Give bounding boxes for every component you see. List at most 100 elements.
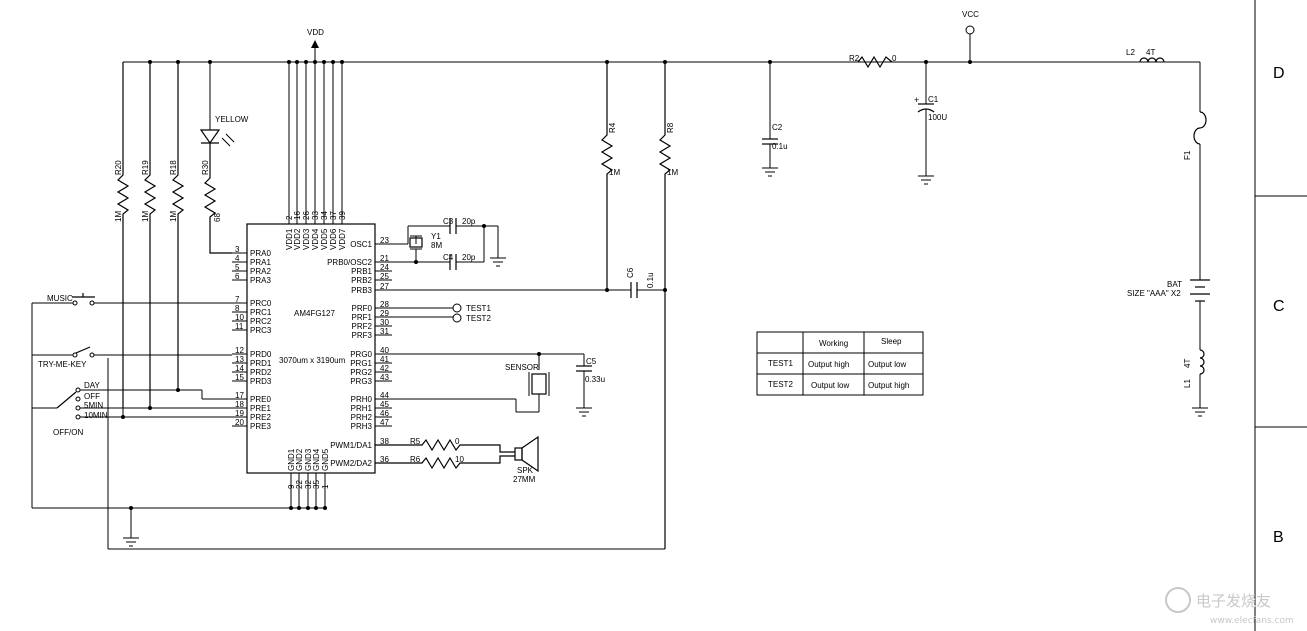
truth-table: Working Sleep TEST1 Output high Output l… xyxy=(756,331,924,396)
svg-text:0: 0 xyxy=(892,54,897,63)
pin-name: PRB3 xyxy=(351,286,372,295)
led-yellow: YELLOW R30 68 xyxy=(199,62,249,254)
pin-number: 36 xyxy=(380,455,389,464)
chip-am4fg127: AM4FG127 3070um x 3190um xyxy=(246,223,376,474)
pin-name: PRC0 xyxy=(250,299,272,308)
svg-text:DAY: DAY xyxy=(84,381,101,390)
crystal-y1: C3 20p C4 20p Y1 8M xyxy=(375,217,506,270)
pin-number: 41 xyxy=(380,355,389,364)
svg-text:C1: C1 xyxy=(928,95,939,104)
pin-number: 14 xyxy=(235,364,244,373)
pin-name: PRE0 xyxy=(250,395,271,404)
sensor: SENSOR C5 0.33u xyxy=(375,352,605,417)
pin-name: PRB1 xyxy=(351,267,372,276)
pin-name: PRB0/OSC2 xyxy=(327,258,372,267)
svg-text:R18: R18 xyxy=(169,160,178,175)
chip-top-pin-labels: 2VDD116VDD226VDD333VDD434VDD537VDD639VDD… xyxy=(285,211,347,250)
pin-number: 25 xyxy=(380,272,389,281)
pin-name: PRD3 xyxy=(250,377,272,386)
pin-number: 15 xyxy=(235,373,244,382)
pin-name: PRC1 xyxy=(250,308,272,317)
pin-number: 3 xyxy=(235,245,240,254)
pin-name: PRE2 xyxy=(250,413,271,422)
pin-name: PRG0 xyxy=(350,350,372,359)
table-cell: Output low xyxy=(811,381,849,390)
svg-text:OFF: OFF xyxy=(84,392,100,401)
svg-text:R19: R19 xyxy=(141,160,150,175)
watermark: 电子发烧友 www.elecfans.com xyxy=(1165,587,1294,626)
svg-text:F1: F1 xyxy=(1183,150,1192,160)
svg-text:4T: 4T xyxy=(1183,359,1192,368)
svg-text:10: 10 xyxy=(455,455,464,464)
pin-name: PRC2 xyxy=(250,317,272,326)
pin-number: 42 xyxy=(380,364,389,373)
pin-number: 33 xyxy=(311,211,320,220)
pin-number: 34 xyxy=(320,211,329,220)
pin-number: 39 xyxy=(338,211,347,220)
pin-number: 40 xyxy=(380,346,389,355)
pin-number: 24 xyxy=(380,263,389,272)
pin-number: 37 xyxy=(329,211,338,220)
pin-name: OSC1 xyxy=(350,240,372,249)
pin-name: PRH2 xyxy=(351,413,373,422)
svg-text:C5: C5 xyxy=(586,357,597,366)
svg-text:1M: 1M xyxy=(169,211,178,222)
pin-number: 29 xyxy=(380,309,389,318)
zone-strip: D C B xyxy=(1254,0,1307,631)
pin-name: PRD0 xyxy=(250,350,272,359)
pin-name: VDD5 xyxy=(320,228,329,250)
vdd-label: VDD xyxy=(307,28,324,37)
svg-text:5MIN: 5MIN xyxy=(84,401,103,410)
svg-text:20p: 20p xyxy=(462,253,476,262)
chip-vdd-pins xyxy=(288,62,343,224)
table-cell: Output low xyxy=(868,360,906,369)
pin-number: 30 xyxy=(380,318,389,327)
resistor-r20: R20 1M xyxy=(114,62,130,408)
chip-name: AM4FG127 xyxy=(294,309,335,318)
svg-text:R30: R30 xyxy=(201,160,210,175)
pin-number: 26 xyxy=(302,211,311,220)
pin-name: PRD1 xyxy=(250,359,272,368)
svg-text:100U: 100U xyxy=(928,113,947,122)
svg-text:BAT: BAT xyxy=(1167,280,1182,289)
watermark-text: 电子发烧友 xyxy=(1196,592,1271,610)
pin-name: PRG2 xyxy=(350,368,372,377)
svg-text:SENSOR: SENSOR xyxy=(505,363,539,372)
switch-day-off-5min-10min: DAY OFF 5MIN 10MIN OFF/ON xyxy=(31,303,232,508)
svg-text:SIZE "AAA" X2: SIZE "AAA" X2 xyxy=(1127,289,1181,298)
pin-name: PWM1/DA1 xyxy=(330,441,372,450)
svg-text:C2: C2 xyxy=(772,123,783,132)
pin-name: GND2 xyxy=(295,448,304,471)
pin-number: 38 xyxy=(380,437,389,446)
pin-name: PRE1 xyxy=(250,404,271,413)
right-supply-chain: F1 BAT SIZE "AAA" X2 L1 4T xyxy=(1127,62,1210,417)
pin-name: PRG1 xyxy=(350,359,372,368)
table-cell: TEST2 xyxy=(768,380,793,389)
zone-label-c: C xyxy=(1273,298,1285,315)
pin-number: 18 xyxy=(235,400,244,409)
pin-number: 16 xyxy=(293,211,302,220)
svg-text:R5: R5 xyxy=(410,437,421,446)
pin-number: 17 xyxy=(235,391,244,400)
test-points: TEST1 TEST2 xyxy=(375,303,491,323)
svg-text:OFF/ON: OFF/ON xyxy=(53,428,83,437)
svg-text:C3: C3 xyxy=(443,217,454,226)
vdd-rail: VDD xyxy=(123,28,1200,64)
test1-label: TEST1 xyxy=(466,304,491,313)
pin-name: VDD6 xyxy=(329,228,338,250)
pin-number: 4 xyxy=(235,254,240,263)
pin-name: VDD2 xyxy=(293,228,302,250)
svg-text:C6: C6 xyxy=(626,267,635,278)
vcc-label: VCC xyxy=(962,10,979,19)
svg-text:L1: L1 xyxy=(1183,379,1192,388)
capacitor-c2: C2 0.1u xyxy=(762,62,788,177)
inductor-l2: L2 4T xyxy=(1126,48,1165,63)
pin-name: PRD2 xyxy=(250,368,272,377)
pin-number: 7 xyxy=(235,295,240,304)
svg-text:L2: L2 xyxy=(1126,48,1135,57)
table-cell: Output high xyxy=(808,360,849,369)
pin-name: GND3 xyxy=(304,448,313,471)
resistor-r8: R8 1M xyxy=(658,62,678,549)
pin-number: 6 xyxy=(235,272,240,281)
capacitor-c1: + C1 100U xyxy=(914,62,947,185)
